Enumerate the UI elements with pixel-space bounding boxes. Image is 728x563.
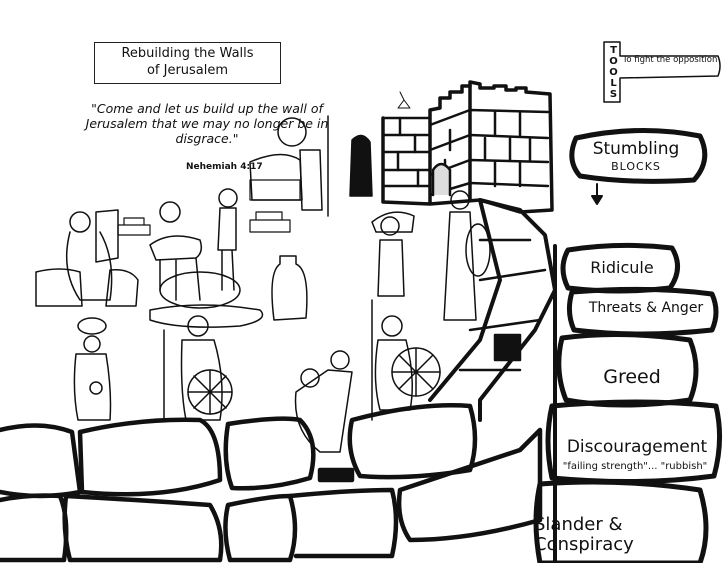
block-discouragement: Discouragement [566, 437, 708, 457]
block-ridicule: Ridicule [590, 258, 654, 277]
stumbling-blocks-header: Stumbling BLOCKS [576, 140, 696, 176]
stone-wall-icon [0, 403, 543, 563]
scripture-quote: "Come and let us build up the wall of Je… [85, 101, 329, 146]
tools-sign-vertical: TOOLS [608, 44, 619, 100]
stumbling-blocks-stack [533, 128, 723, 563]
soldier-with-shield [163, 190, 491, 421]
tools-sign-horizontal: To fight the opposition [622, 55, 718, 65]
scripture-reference: Nehemiah 4:17 [186, 162, 263, 172]
stumbling-header-sub: BLOCKS [611, 160, 661, 173]
stumbling-header-main: Stumbling [592, 139, 680, 159]
block-slander-conspiracy: Slander & Conspiracy [534, 514, 634, 555]
hugging-couple [294, 350, 353, 453]
arrow-down-icon [591, 183, 603, 205]
page-title-box: Rebuilding the Walls of Jerusalem [94, 42, 281, 84]
tools-sign-icon [603, 41, 721, 103]
brick-piles-icon [117, 179, 301, 236]
block-threats-anger: Threats & Anger [588, 300, 704, 316]
block-discouragement-subtext: "failing strength"... "rubbish" [562, 461, 708, 472]
builders-top [249, 91, 411, 217]
block-greed: Greed [603, 366, 661, 388]
title-line-2: of Jerusalem [146, 63, 229, 78]
title-line-1: Rebuilding the Walls [121, 46, 254, 61]
tower-icon [381, 80, 554, 214]
ramp-wall-icon [428, 198, 557, 422]
scribe-figure [35, 209, 139, 307]
water-jar-icon [271, 255, 308, 321]
workers-figures [149, 188, 264, 328]
woman-carrying-basket [73, 317, 112, 421]
